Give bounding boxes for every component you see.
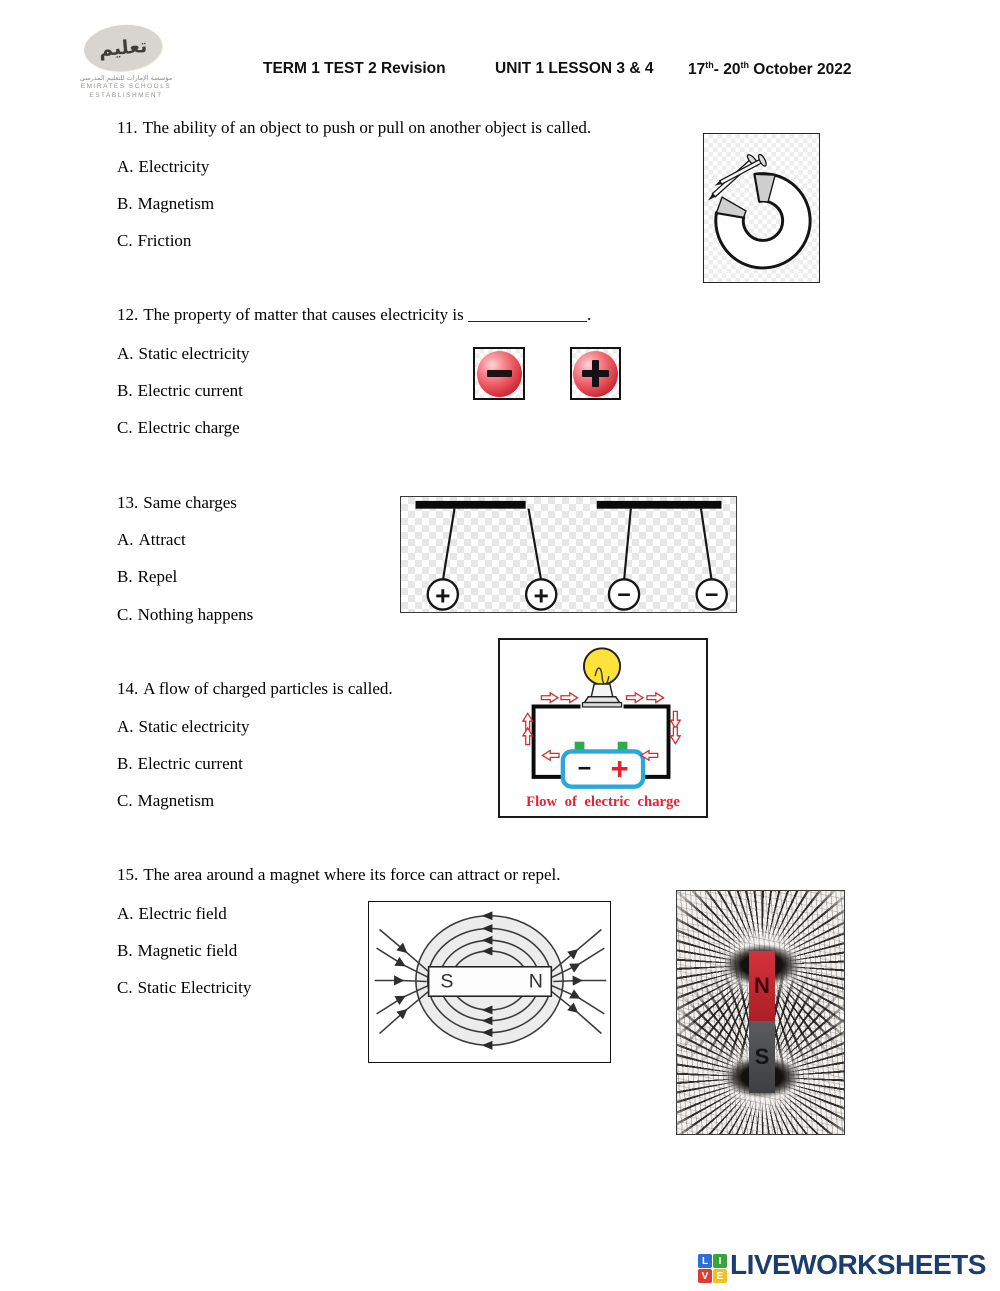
plus-icon: [582, 360, 609, 387]
question-13-text: 13.Same charges: [117, 493, 237, 512]
question-11-text: 11.The ability of an object to push or p…: [117, 118, 592, 137]
question-12-option-a[interactable]: A.Static electricity: [117, 344, 250, 363]
minus-icon: [486, 370, 512, 377]
field-loop-arrows: [481, 911, 493, 1050]
battery-terminal-icon: [574, 741, 585, 752]
question-11-option-a[interactable]: A.Electricity: [117, 157, 210, 176]
horseshoe-magnet-image: [703, 133, 820, 283]
question-15-option-b[interactable]: B.Magnetic field: [117, 941, 238, 960]
logo-square-i: I: [713, 1254, 727, 1268]
question-12-text: 12.The property of matter that causes el…: [117, 305, 592, 324]
hanging-charges-icon: + + − −: [415, 500, 728, 611]
question-13-option-b[interactable]: B.Repel: [117, 567, 178, 586]
bar-magnet-south-pole: S: [749, 1021, 775, 1093]
negative-charge-image: [473, 347, 525, 400]
question-15-text: 15.The area around a magnet where its fo…: [117, 865, 561, 884]
hanging-charges-image: + + − −: [400, 496, 737, 613]
logo-square-v: V: [698, 1269, 712, 1283]
battery-minus-label: −: [578, 755, 592, 781]
date-rest: October 2022: [748, 61, 852, 79]
positive-charge-image: [570, 347, 621, 400]
question-13-option-a[interactable]: A.Attract: [117, 530, 186, 549]
question-13-option-c[interactable]: C.Nothing happens: [117, 605, 254, 624]
logo-square-l: L: [698, 1254, 712, 1268]
battery-terminal-icon: [617, 741, 628, 752]
magnetic-field-icon: S N: [374, 911, 607, 1050]
question-14-option-c[interactable]: C.Magnetism: [117, 791, 215, 810]
battery-icon: [560, 749, 646, 789]
logo-square-e: E: [713, 1269, 727, 1283]
magnetic-field-diagram: S N: [368, 901, 611, 1063]
charge-ball-2-symbol: +: [534, 580, 549, 610]
liveworksheets-brand: LIVEWORKSHEETS: [730, 1249, 986, 1280]
date-mid: - 20: [713, 61, 741, 79]
date-sup2: th: [740, 60, 749, 70]
circuit-caption: Flow of electric charge: [526, 794, 680, 810]
nail-icon: [714, 153, 767, 186]
question-15-option-c[interactable]: C.Static Electricity: [117, 978, 252, 997]
electric-circuit-image: − + Flow of electric charge: [498, 638, 708, 818]
school-logo-arabic-calligraphy: تعليم: [97, 34, 149, 62]
date-sup1: th: [705, 60, 714, 70]
field-north-label: N: [529, 971, 543, 993]
horseshoe-magnet-icon: [707, 153, 812, 270]
question-15-option-a[interactable]: A.Electric field: [117, 904, 227, 923]
bar-magnet-icon: [427, 965, 553, 998]
question-11-option-c[interactable]: C.Friction: [117, 231, 192, 250]
question-12-option-c[interactable]: C.Electric charge: [117, 418, 240, 437]
battery-plus-label: +: [610, 752, 628, 787]
iron-filings-photo: N S: [676, 890, 845, 1135]
date-day1: 17: [688, 61, 706, 79]
filings-north-label: N: [754, 973, 770, 998]
negative-charge-sphere: [476, 350, 522, 397]
school-logo-arabic-subtitle: مؤسسة الإمارات للتعليم المدرسي: [79, 74, 173, 82]
liveworksheets-logo-icon: L I V E: [698, 1254, 727, 1283]
light-bulb-icon: [581, 647, 623, 708]
question-14-option-b[interactable]: B.Electric current: [117, 754, 243, 773]
school-logo: تعليم: [82, 21, 164, 75]
question-14-text: 14.A flow of charged particles is called…: [117, 679, 393, 698]
org-name-line1: EMIRATES SCHOOLS: [80, 83, 172, 90]
org-name-line2: ESTABLISHMENT: [89, 92, 163, 99]
electric-circuit-icon: − + Flow of electric charge: [522, 647, 681, 810]
date-range: 17th- 20th October 2022: [688, 60, 852, 79]
question-11-option-b[interactable]: B.Magnetism: [117, 194, 215, 213]
field-south-label: S: [440, 971, 453, 993]
unit-label: UNIT 1 LESSON 3 & 4: [495, 60, 654, 77]
charge-ball-1-symbol: +: [435, 580, 450, 610]
charge-ball-4-symbol: −: [705, 581, 719, 607]
filings-south-label: S: [754, 1044, 770, 1069]
charge-ball-3-symbol: −: [617, 581, 631, 607]
question-12-option-b[interactable]: B.Electric current: [117, 381, 243, 400]
test-title: TERM 1 TEST 2 Revision: [263, 60, 446, 77]
question-14-option-a[interactable]: A.Static electricity: [117, 717, 250, 736]
bar-magnet-north-pole: N: [749, 951, 775, 1021]
positive-charge-sphere: [573, 350, 618, 397]
